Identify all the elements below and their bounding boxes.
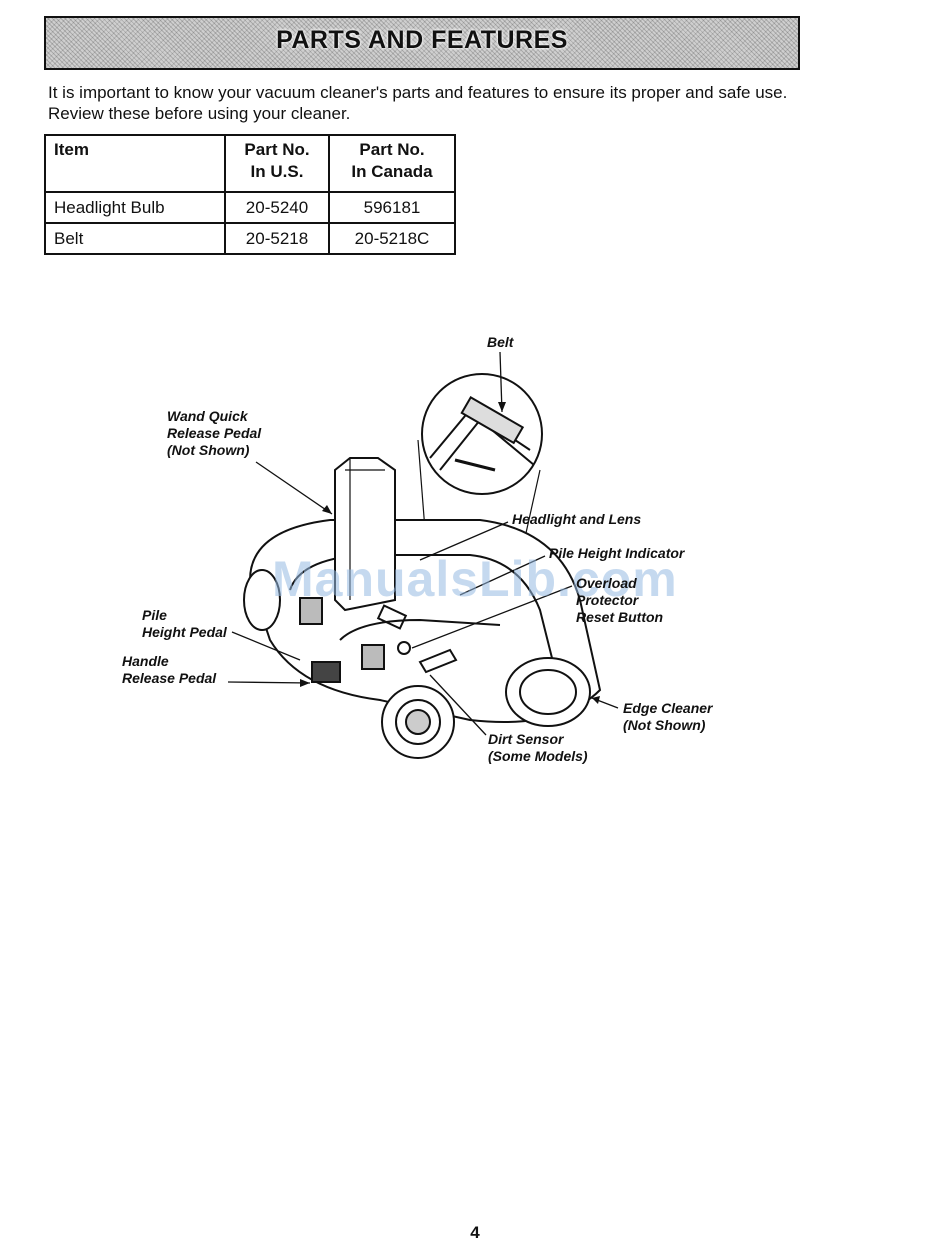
label-dirt-sensor: Dirt Sensor (Some Models) — [488, 731, 588, 764]
cell-part-canada: 596181 — [328, 191, 456, 224]
cell-item: Headlight Bulb — [44, 191, 226, 224]
cell-part-us: 20-5218 — [224, 222, 330, 255]
section-banner: PARTS AND FEATURES — [44, 16, 800, 70]
cell-item: Belt — [44, 222, 226, 255]
page-title: PARTS AND FEATURES — [276, 26, 568, 54]
table-header-row: Item Part No. In U.S. Part No. In Canada — [44, 134, 456, 193]
watermark: ManualsLib.com — [272, 551, 678, 607]
header-item: Item — [44, 134, 226, 193]
label-pile-height-pedal: Pile Height Pedal — [142, 607, 227, 640]
cell-part-canada: 20-5218C — [328, 222, 456, 255]
parts-table: Item Part No. In U.S. Part No. In Canada… — [44, 134, 456, 255]
label-handle-release: Handle Release Pedal — [122, 653, 217, 686]
label-headlight: Headlight and Lens — [512, 511, 642, 527]
label-pile-height-indicator: Pile Height Indicator — [549, 545, 685, 561]
label-overload-protector: Overload Protector Reset Button — [576, 575, 664, 625]
label-edge-cleaner: Edge Cleaner (Not Shown) — [623, 700, 713, 733]
label-wand-quick-release: Wand Quick Release Pedal (Not Shown) — [167, 408, 262, 458]
page-number: 4 — [470, 1223, 480, 1242]
label-belt: Belt — [487, 334, 514, 350]
vacuum-diagram — [227, 351, 619, 759]
table-row: Headlight Bulb 20-5240 596181 — [44, 191, 456, 224]
header-part-us: Part No. In U.S. — [224, 134, 330, 193]
header-part-canada: Part No. In Canada — [328, 134, 456, 193]
cell-part-us: 20-5240 — [224, 191, 330, 224]
table-row: Belt 20-5218 20-5218C — [44, 222, 456, 255]
intro-paragraph: It is important to know your vacuum clea… — [48, 83, 788, 123]
